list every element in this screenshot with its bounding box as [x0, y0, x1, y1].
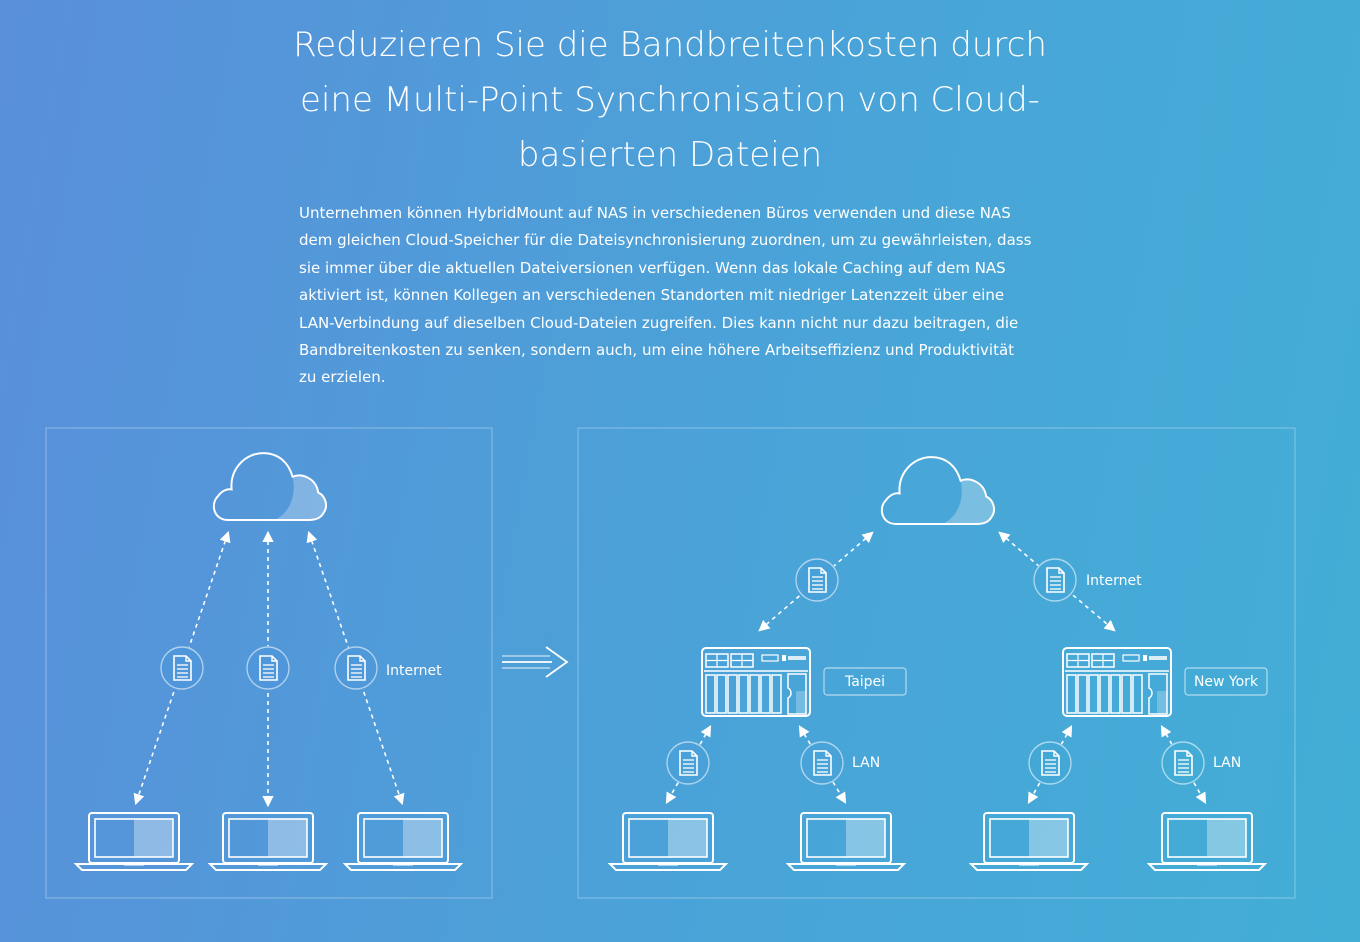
laptop-icon: [343, 811, 463, 872]
laptop-icon: [969, 811, 1089, 872]
left-internet-label: Internet: [386, 663, 442, 679]
right-document-badges: [666, 558, 1205, 785]
cloud-icon: [880, 456, 996, 525]
left-panel: [45, 427, 493, 899]
description-line-5: LAN-Verbindung auf dieselben Cloud-Datei…: [299, 313, 1019, 332]
page-title-line-3: basierten Dateien: [517, 135, 823, 175]
left-document-badges: [160, 646, 378, 690]
description-line-7: zu erzielen.: [299, 368, 386, 387]
laptop-icon: [608, 811, 728, 872]
lan-label-right: LAN: [1213, 755, 1241, 771]
arrow-right-icon: [502, 646, 569, 678]
site-taipei-text: Taipei: [844, 674, 885, 690]
page-title-line-2: eine Multi-Point Synchronisation von Clo…: [300, 80, 1040, 120]
page-title-line-1: Reduzieren Sie die Bandbreitenkosten dur…: [293, 25, 1047, 65]
site-label-newyork: New York: [1184, 667, 1268, 696]
site-newyork-text: New York: [1194, 674, 1259, 690]
laptop-icon: [208, 811, 328, 872]
right-panel: [577, 427, 1296, 899]
description-line-6: Bandbreitenkosten zu senken, sondern auc…: [299, 341, 1015, 360]
laptop-icon: [1147, 811, 1267, 872]
right-internet-label: Internet: [1086, 573, 1142, 589]
lan-label-left: LAN: [852, 755, 880, 771]
description-line-3: sie immer über die aktuellen Dateiversio…: [299, 258, 1006, 277]
description-line-4: aktiviert ist, können Kollegen an versch…: [299, 286, 1005, 305]
laptop-icon: [786, 811, 906, 872]
description-paragraph: Unternehmen können HybridMount auf NAS i…: [299, 200, 1069, 392]
site-label-taipei: Taipei: [823, 667, 907, 696]
description-line-2: dem gleichen Cloud-Speicher für die Date…: [299, 231, 1032, 250]
nas-device-icon: [1062, 647, 1172, 717]
description-line-1: Unternehmen können HybridMount auf NAS i…: [299, 204, 1011, 222]
page-title: Reduzieren Sie die Bandbreitenkosten dur…: [270, 18, 1070, 183]
cloud-icon: [212, 452, 328, 521]
laptop-icon: [74, 811, 194, 872]
nas-device-icon: [701, 647, 811, 717]
